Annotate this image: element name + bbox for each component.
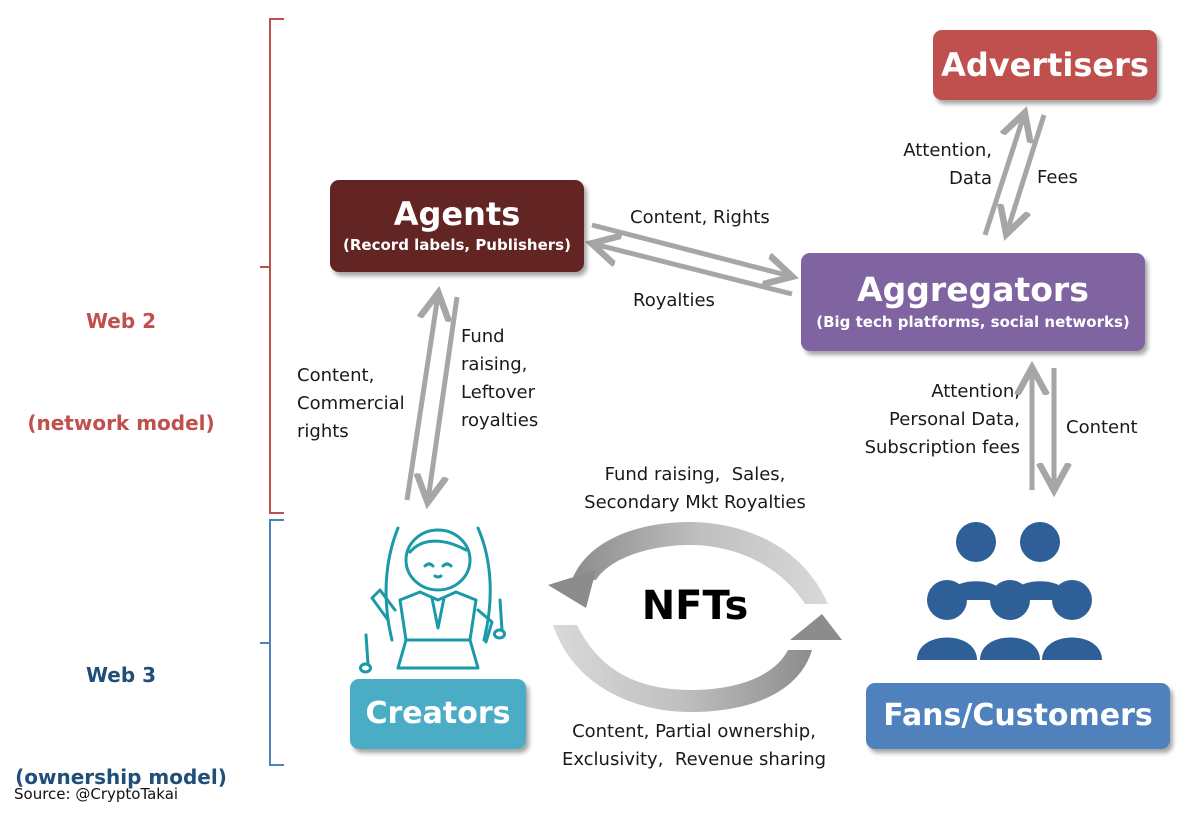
arrow-agents-to-creators	[428, 296, 460, 500]
flow-label-advertisers-to-aggregators: Fees	[1037, 167, 1078, 188]
flow-label-aggregators-to-advertisers: Attention, Data	[903, 140, 992, 189]
web2-title: Web 2	[85, 309, 157, 333]
flow-label-agents-to-aggregators: Content, Rights	[630, 207, 770, 228]
arrow-advertisers-to-aggregators	[1007, 114, 1047, 232]
arrow-agents-to-aggregators	[591, 222, 790, 276]
nft-cycle-arrow-top	[572, 522, 828, 604]
people-group-icon	[917, 522, 1102, 660]
nft-cycle-arrowhead-right	[790, 614, 842, 640]
web3-label: Web 3 (ownership model)	[0, 590, 242, 828]
creators-title: Creators	[365, 696, 511, 731]
advertisers-title: Advertisers	[941, 46, 1149, 84]
agents-box: Agents (Record labels, Publishers)	[330, 180, 584, 272]
arrow-creators-to-agents	[404, 295, 438, 501]
nft-cycle-arrowhead-left	[548, 570, 596, 608]
web3-title: Web 3	[85, 663, 157, 687]
creator-character-icon	[359, 526, 506, 674]
aggregators-box: Aggregators (Big tech platforms, social …	[801, 253, 1145, 351]
arrow-aggregators-to-advertisers	[982, 115, 1024, 236]
web2-subtitle: (network model)	[27, 411, 215, 435]
aggregators-subtitle: (Big tech platforms, social networks)	[816, 313, 1130, 331]
fans-box: Fans/Customers	[866, 683, 1170, 749]
flow-label-fans-to-aggregators: Attention, Personal Data, Subscription f…	[864, 381, 1020, 458]
web3-bracket	[260, 519, 284, 766]
flow-label-aggregators-to-agents: Royalties	[633, 290, 715, 311]
creators-box: Creators	[350, 679, 526, 749]
nft-cycle-arrow-bottom	[553, 625, 812, 712]
flow-label-aggregators-to-fans: Content	[1066, 417, 1138, 438]
flow-label-agents-to-creators: Fund raising, Leftover royalties	[461, 326, 539, 431]
source-caption: Source: @CryptoTakai	[14, 785, 179, 803]
web2-label: Web 2 (network model)	[0, 236, 242, 474]
fans-title: Fans/Customers	[883, 698, 1153, 733]
web2-bracket	[260, 18, 284, 514]
nfts-label: NFTs	[641, 583, 749, 629]
flow-label-creators-to-agents: Content, Commercial rights	[297, 365, 405, 442]
aggregators-title: Aggregators	[857, 270, 1089, 309]
flow-label-creators-to-fans: Content, Partial ownership, Exclusivity,…	[561, 721, 827, 770]
flow-label-fans-to-creators: Fund raising, Sales, Secondary Mkt Royal…	[584, 464, 806, 513]
advertisers-box: Advertisers	[933, 30, 1157, 100]
arrow-aggregators-to-agents	[594, 244, 793, 297]
web3-subtitle: (ownership model)	[15, 765, 227, 789]
agents-subtitle: (Record labels, Publishers)	[343, 236, 571, 254]
agents-title: Agents	[393, 195, 521, 233]
